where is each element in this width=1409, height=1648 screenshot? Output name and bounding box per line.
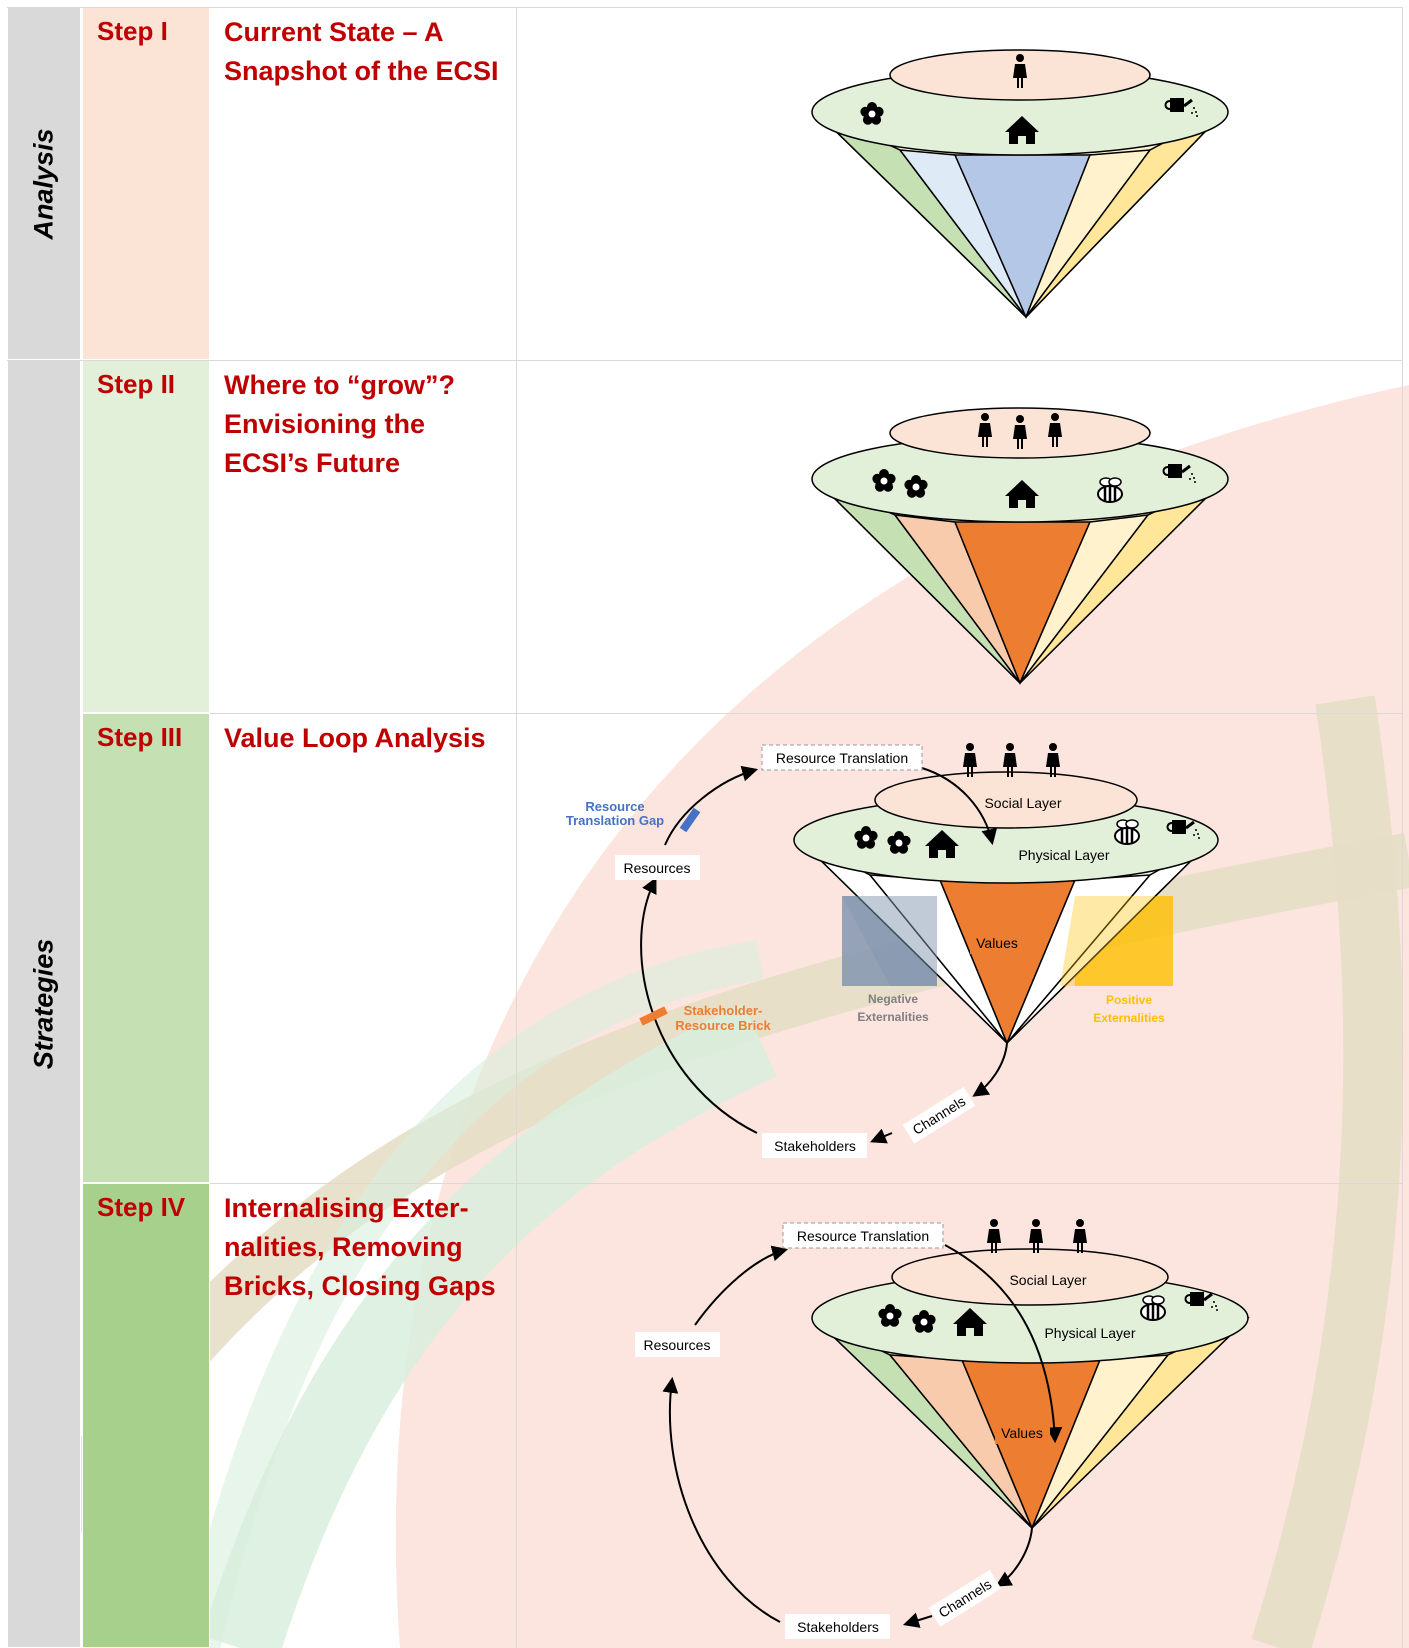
title-4-cell: Internalising Exter-nalities, Removing B… [210, 1183, 516, 1648]
diagram-1-cone [811, 49, 1229, 319]
stakeholder-brick-line1: Stakeholder- [684, 1003, 763, 1018]
step-4-title: Internalising Exter-nalities, Removing B… [224, 1193, 496, 1301]
title-2-cell: Where to “grow”? Envisioning the ECSI’s … [210, 360, 516, 713]
grid-line [7, 360, 1403, 361]
stakeholder-brick-line2: Resource Brick [675, 1018, 771, 1033]
title-1-cell: Current State – A Snapshot of the ECSI [210, 7, 516, 360]
stakeholders-label: Stakeholders [797, 1619, 879, 1635]
resource-translation-box [761, 744, 923, 771]
resources-label: Resources [624, 860, 691, 876]
resource-translation-label: Resource Translation [797, 1228, 929, 1244]
stakeholders-box [762, 1133, 867, 1158]
diagram-3-value-loop [639, 743, 1219, 1144]
step-1-cell: Step I [82, 7, 210, 360]
grid-line [210, 713, 1403, 714]
diagram-3-labels: Resource Translation Social Layer Physic… [566, 744, 1165, 1158]
translation-gap-marker [679, 807, 701, 833]
negative-externalities-line2: Externalities [857, 1010, 929, 1024]
values-label: Values [1001, 1425, 1043, 1441]
title-3-cell: Value Loop Analysis [210, 713, 516, 1183]
resources-box [615, 855, 700, 880]
step-4-cell: Step IV [82, 1183, 210, 1648]
analysis-cell: Analysis [7, 7, 81, 360]
grid-line [210, 1183, 1403, 1184]
diagram-4-labels: Resource Translation Social Layer Physic… [635, 1222, 1136, 1639]
negative-externalities-line1: Negative [868, 992, 918, 1006]
grid-line [516, 7, 517, 1648]
stakeholder-brick-marker [639, 1006, 668, 1026]
positive-externalities-line1: Positive [1106, 993, 1152, 1007]
stakeholders-box [785, 1614, 890, 1639]
translation-gap-line1: Resource [585, 799, 644, 814]
positive-externalities-line2: Externalities [1093, 1011, 1165, 1025]
step-2-label: Step II [97, 369, 176, 399]
step-3-title: Value Loop Analysis [224, 723, 486, 753]
translation-gap-line2: Translation Gap [566, 813, 664, 828]
resource-translation-box [782, 1222, 944, 1249]
step-3-cell: Step III [82, 713, 210, 1183]
social-layer-label: Social Layer [984, 795, 1061, 811]
physical-layer-label: Physical Layer [1018, 847, 1109, 863]
physical-layer-label: Physical Layer [1044, 1325, 1135, 1341]
grid-line [1402, 7, 1403, 1648]
resource-translation-label: Resource Translation [776, 750, 908, 766]
step-1-label: Step I [97, 16, 168, 46]
resources-box [635, 1332, 720, 1357]
resources-label: Resources [644, 1337, 711, 1353]
diagram-4-value-loop [662, 1219, 1250, 1628]
step-4-label: Step IV [97, 1192, 186, 1222]
step-3-label: Step III [97, 722, 183, 752]
strategies-cell: Strategies [7, 360, 81, 1648]
diagram-2-cone [811, 407, 1229, 685]
stakeholders-label: Stakeholders [774, 1138, 856, 1154]
social-layer-label: Social Layer [1009, 1272, 1086, 1288]
grid-line [7, 7, 1403, 8]
step-2-title: Where to “grow”? Envisioning the ECSI’s … [224, 370, 455, 478]
step-1-title: Current State – A Snapshot of the ECSI [224, 17, 499, 86]
values-label: Values [976, 935, 1018, 951]
